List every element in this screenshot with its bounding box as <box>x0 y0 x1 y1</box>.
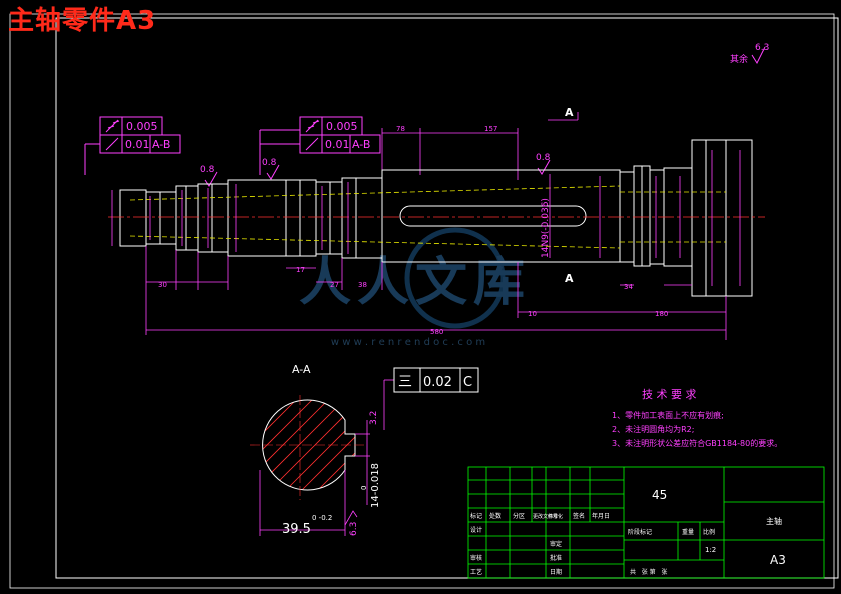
keyway-dim: 14N9(-0.036) <box>541 198 551 258</box>
watermark-url: w w w . r e n r e n d o c . c o m <box>331 337 485 348</box>
tech-req-heading: 技 术 要 求 <box>642 388 697 401</box>
tol1-runout: 0.005 <box>126 120 158 133</box>
tb-sheet: A3 <box>770 553 786 567</box>
section-dim-width-tol: 0 -0.2 <box>312 514 332 522</box>
tb-left-label-2: 审核 <box>470 554 482 562</box>
outer-frame <box>9 13 835 589</box>
flatness-value: 0.02 <box>423 375 452 390</box>
dim-10: 10 <box>528 310 537 318</box>
tb-scale: 1:2 <box>705 546 716 554</box>
rough-mark-1: 0.8 <box>200 165 215 175</box>
roughness-general-label: 其余 <box>730 53 748 65</box>
tb-row-label-2: 处数 <box>489 512 501 520</box>
dim-580: 580 <box>430 328 443 336</box>
tol1-total: 0.01 <box>125 138 150 151</box>
tol2-datum: A-B <box>352 138 370 151</box>
tb-mid-label-4: 日期 <box>550 568 562 576</box>
dim-180: 180 <box>655 310 668 318</box>
tolerance-frame-2 <box>259 116 381 175</box>
tb-mid-label-2: 审定 <box>550 540 562 548</box>
tb-stage-label-1: 阶段标记 <box>628 528 652 536</box>
section-dim-slot: 14-0.018 <box>370 463 381 508</box>
roughness-general: 其余 6.3 <box>730 43 769 65</box>
tb-row-label-4: 更改文件号 <box>533 513 558 520</box>
tb-footer: 共 张 第 张 <box>630 568 667 576</box>
tech-req-item-3: 3、未注明形状公差应符合GB1184-80的要求。 <box>612 438 782 448</box>
rough-mark-2: 0.8 <box>262 158 277 168</box>
tol2-total: 0.01 <box>325 138 350 151</box>
section-dim-slot-tol: 0 <box>360 486 368 490</box>
tech-req-item-2: 2、未注明圆角均为R2; <box>612 424 694 434</box>
flatness-frame <box>393 367 479 393</box>
tb-mid-label-1: 标准化 <box>548 513 563 520</box>
dim-157: 157 <box>484 125 497 133</box>
dim-27: 27 <box>330 281 339 289</box>
section-view <box>250 395 365 500</box>
tech-req-item-1: 1、零件加工表面上不应有划痕; <box>612 410 724 420</box>
diameter-dims <box>111 150 741 286</box>
tb-row-label-5: 签名 <box>573 512 585 520</box>
flatness-datum: C <box>463 375 472 390</box>
roughness-marks <box>204 159 551 187</box>
inner-frame <box>55 17 839 579</box>
tb-left-label-1: 设计 <box>470 526 482 534</box>
section-label: A-A <box>292 363 311 376</box>
tb-part-name: 主轴 <box>766 516 782 526</box>
page-title: 主轴零件A3 <box>8 6 157 36</box>
tb-material: 45 <box>652 488 667 502</box>
section-rough-2: 6.3 <box>349 522 359 536</box>
section-marker-top: A <box>565 106 574 119</box>
title-block <box>467 466 825 579</box>
tb-stage-label-2: 重量 <box>682 528 694 536</box>
dim-30: 30 <box>158 281 167 289</box>
tol1-datum: A-B <box>152 138 170 151</box>
watermark-cn: 人人文库 <box>299 253 531 313</box>
tol2-runout: 0.005 <box>326 120 358 133</box>
section-dims <box>259 379 394 536</box>
dim-78: 78 <box>396 125 405 133</box>
dim-17: 17 <box>296 266 305 274</box>
hidden-lines <box>129 185 726 249</box>
top-dimensions <box>381 112 579 180</box>
tb-row-label-6: 年月日 <box>592 512 610 520</box>
tolerance-frame-1 <box>84 116 181 175</box>
tb-mid-label-3: 批准 <box>550 554 562 562</box>
section-dim-width: 39.5 <box>282 522 311 537</box>
dim-38: 38 <box>358 281 367 289</box>
bottom-dimensions <box>145 246 727 340</box>
rough-mark-3: 0.8 <box>536 153 551 163</box>
tb-row-label-3: 分区 <box>513 512 525 520</box>
watermark: 人人文库 w w w . r e n r e n d o c . c o m <box>299 227 531 348</box>
tb-stage-label-3: 比例 <box>703 528 715 536</box>
tb-left-label-3: 工艺 <box>470 568 482 576</box>
tb-row-label-1: 标记 <box>470 512 482 520</box>
flatness-symbol: 三 <box>398 374 412 390</box>
section-marker-bottom: A <box>565 272 574 285</box>
roughness-general-value: 6.3 <box>755 43 769 53</box>
section-rough-1: 3.2 <box>369 411 379 425</box>
dim-34: 34 <box>624 283 633 291</box>
